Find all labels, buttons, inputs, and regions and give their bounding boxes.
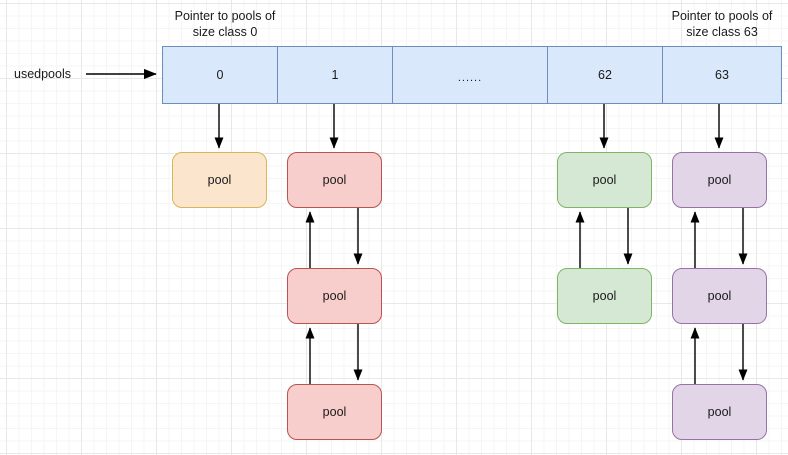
array-cell-63-label: 63 xyxy=(715,68,729,82)
array-cell-1[interactable]: 1 xyxy=(277,46,392,104)
array-cell-63[interactable]: 63 xyxy=(662,46,782,104)
array-cell-1-label: 1 xyxy=(331,68,339,82)
pool-box-class62-1[interactable]: pool xyxy=(557,152,652,208)
array-cell-ellipsis-label: ...... xyxy=(457,72,483,84)
pool-label: pool xyxy=(207,173,232,187)
callout-size-class-0: Pointer to pools of size class 0 xyxy=(174,9,276,39)
pool-label: pool xyxy=(707,405,732,419)
pool-box-class62-2[interactable]: pool xyxy=(557,268,652,324)
callout-size-class-63: Pointer to pools of size class 63 xyxy=(671,9,773,39)
pool-box-class63-3[interactable]: pool xyxy=(672,384,767,440)
array-cell-0-label: 0 xyxy=(216,68,224,82)
pool-box-class1-1[interactable]: pool xyxy=(287,152,382,208)
pool-label: pool xyxy=(322,405,347,419)
pool-box-class63-2[interactable]: pool xyxy=(672,268,767,324)
array-cell-62-label: 62 xyxy=(598,68,612,82)
pool-box-class1-3[interactable]: pool xyxy=(287,384,382,440)
pool-label: pool xyxy=(592,289,617,303)
usedpools-label: usedpools xyxy=(14,67,71,81)
array-cell-0[interactable]: 0 xyxy=(162,46,277,104)
array-cell-62[interactable]: 62 xyxy=(547,46,662,104)
pool-label: pool xyxy=(707,289,732,303)
pool-label: pool xyxy=(322,173,347,187)
pool-box-class0-1[interactable]: pool xyxy=(172,152,267,208)
pool-box-class1-2[interactable]: pool xyxy=(287,268,382,324)
pool-label: pool xyxy=(322,289,347,303)
array-cell-ellipsis[interactable]: ...... xyxy=(392,46,547,104)
pool-box-class63-1[interactable]: pool xyxy=(672,152,767,208)
pool-label: pool xyxy=(707,173,732,187)
pool-label: pool xyxy=(592,173,617,187)
